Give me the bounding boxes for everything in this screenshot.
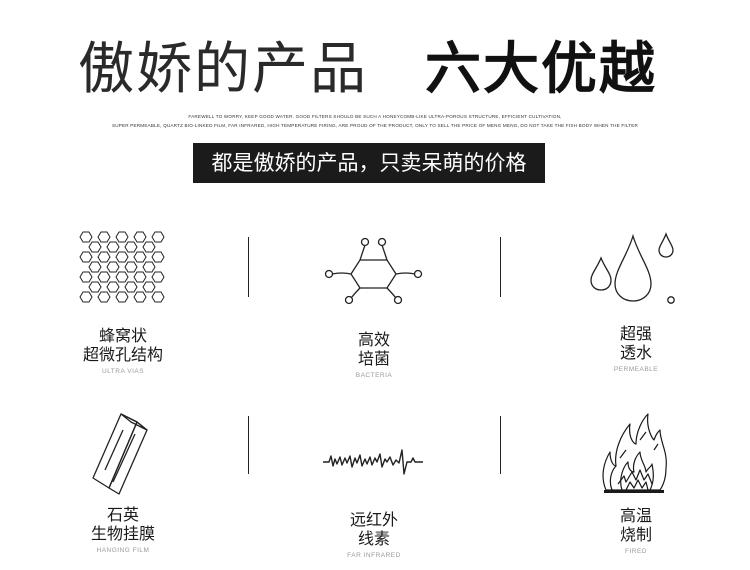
flame-icon <box>602 413 667 493</box>
feature-flame: 高温 烧制 FIRED <box>546 410 726 555</box>
feature-honeycomb: 蜂窝状 超微孔结构 ULTRA VIAS <box>33 230 213 375</box>
fine-print-line-2: SUPER PERMEABLE, QUARTZ BIO-LINKED FILM,… <box>111 123 639 128</box>
feature-label: 生物挂膜 <box>90 524 155 543</box>
feature-label: 烧制 <box>619 525 652 544</box>
feature-quartz-block: 石英 生物挂膜 HANGING FILM <box>33 410 213 554</box>
divider <box>500 416 501 474</box>
divider <box>500 237 501 297</box>
feature-subtitle: ULTRA VIAS <box>101 368 145 375</box>
feature-label: 石英 <box>106 505 139 524</box>
feature-label: 高温 <box>619 506 652 525</box>
feature-label: 高效 <box>357 330 390 349</box>
feature-label: 蜂窝状 <box>98 326 147 345</box>
fine-print-line-1: FAREWELL TO WORRY, KEEP GOOD WATER. GOOD… <box>188 114 562 119</box>
feature-label: 培菌 <box>357 349 390 368</box>
feature-molecule: 高效 培菌 BACTERIA <box>284 232 464 379</box>
feature-subtitle: PERMEABLE <box>613 366 659 373</box>
feature-label: 远红外 <box>349 510 398 529</box>
feature-water-drops: 超强 透水 PERMEABLE <box>546 228 726 373</box>
feature-subtitle: FIRED <box>625 548 647 555</box>
water-drops-icon <box>590 232 675 304</box>
quartz-block-icon <box>92 413 148 495</box>
feature-label: 线素 <box>357 529 390 548</box>
slogan-banner: 都是傲娇的产品，只卖呆萌的价格 <box>193 143 545 183</box>
title-light: 傲娇的产品 <box>78 37 368 102</box>
feature-subtitle: FAR INFRARED <box>347 552 401 559</box>
divider <box>248 416 249 474</box>
feature-label: 透水 <box>619 343 652 362</box>
molecule-icon <box>324 237 423 305</box>
feature-subtitle: HANGING FILM <box>96 547 150 554</box>
feature-waveform: 远红外 线素 FAR INFRARED <box>284 432 464 559</box>
title-bold: 六大优越 <box>425 37 657 102</box>
feature-subtitle: BACTERIA <box>355 372 393 379</box>
feature-label: 超强 <box>619 324 652 343</box>
divider <box>248 237 249 297</box>
waveform-icon <box>323 449 423 475</box>
honeycomb-icon <box>79 231 165 303</box>
feature-label: 超微孔结构 <box>82 345 163 364</box>
